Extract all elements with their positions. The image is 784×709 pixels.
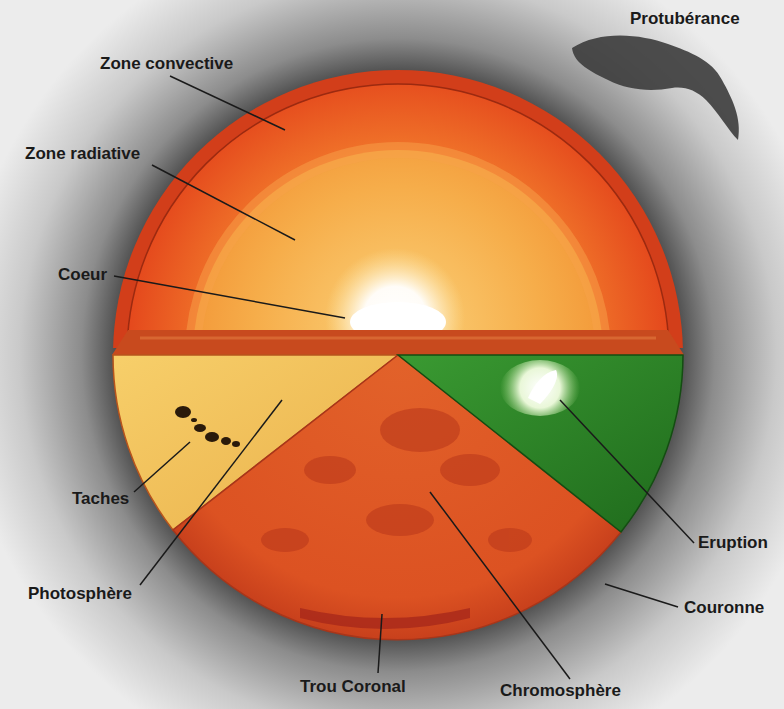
part-label: Couronne: [684, 598, 764, 618]
part-label: Trou Coronal: [300, 677, 406, 697]
part-label: Zone radiative: [25, 144, 140, 164]
part-label: Photosphère: [28, 584, 132, 604]
part-label: Taches: [72, 489, 129, 509]
part-label: Coeur: [58, 265, 107, 285]
part-label: Eruption: [698, 533, 768, 553]
part-label: Chromosphère: [500, 681, 621, 701]
part-label: Protubérance: [630, 9, 740, 29]
part-label: Zone convective: [100, 54, 233, 74]
